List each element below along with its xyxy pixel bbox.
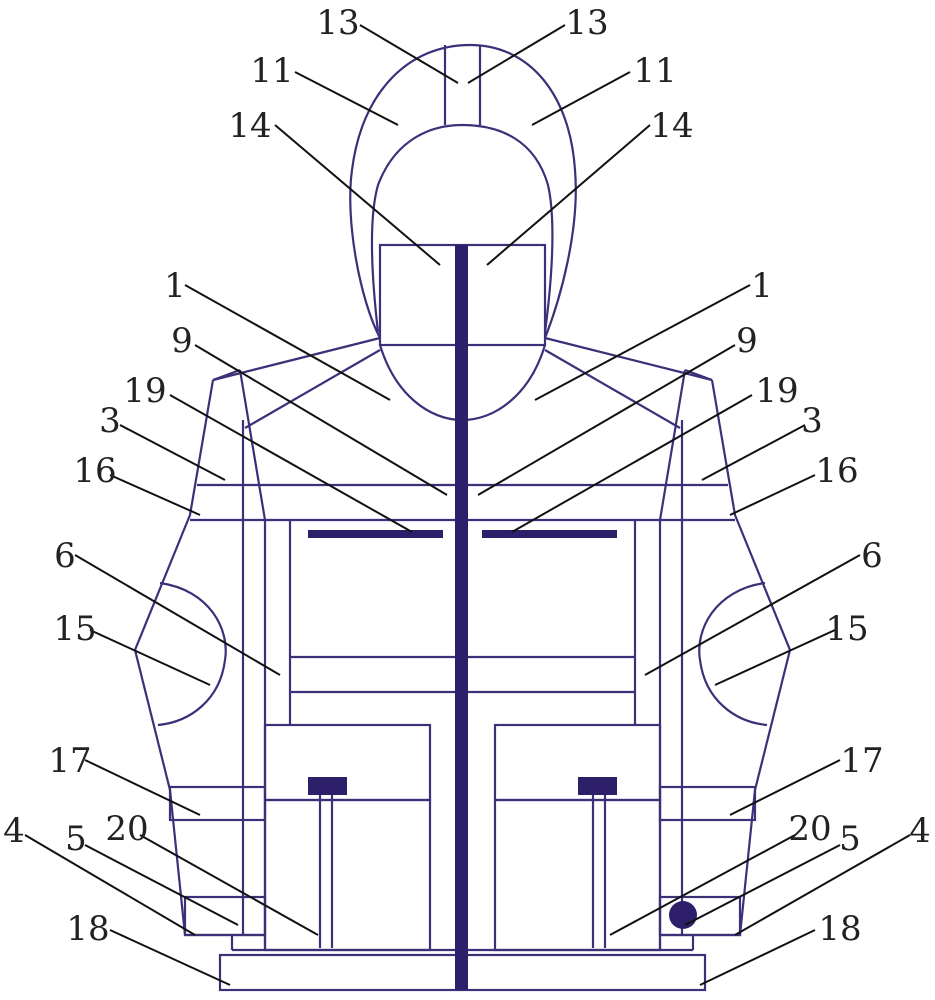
label-20-left: 20 (105, 809, 148, 849)
label-15-right: 15 (825, 609, 868, 649)
label-16-right: 16 (815, 451, 858, 491)
label-19-right: 19 (755, 371, 798, 411)
label-4-right: 4 (909, 811, 931, 851)
label-13-right: 13 (565, 3, 608, 43)
pocket-tab (308, 777, 347, 795)
label-3-right: 3 (801, 401, 823, 441)
label-4-left: 4 (3, 811, 25, 851)
label-11-right: 11 (633, 51, 676, 91)
label-13-left: 13 (316, 3, 359, 43)
label-17-right: 17 (840, 741, 883, 781)
pocket-flap (263, 723, 432, 802)
label-9-right: 9 (736, 321, 758, 361)
label-14-right: 14 (650, 106, 693, 146)
jacket-right-half (461, 336, 792, 992)
leader-lines (24, 24, 911, 986)
label-14-left: 14 (228, 106, 271, 146)
label-17-left: 17 (48, 741, 91, 781)
label-16-left: 16 (73, 451, 116, 491)
label-3-left: 3 (99, 401, 121, 441)
elbow-patch (157, 581, 227, 727)
label-5-right: 5 (839, 819, 861, 859)
label-20-right: 20 (788, 809, 831, 849)
label-1-left: 1 (164, 266, 186, 306)
pocket (263, 798, 432, 952)
sleeve-band (168, 785, 267, 822)
cuff-button (669, 901, 697, 929)
label-6-right: 6 (861, 536, 883, 576)
reference-labels: 13 13 11 11 14 14 1 1 9 9 19 19 3 3 16 1… (3, 3, 931, 949)
label-9-left: 9 (171, 321, 193, 361)
label-5-left: 5 (65, 819, 87, 859)
hem (218, 953, 464, 992)
label-15-left: 15 (53, 609, 96, 649)
label-1-right: 1 (751, 266, 773, 306)
label-6-left: 6 (54, 536, 76, 576)
label-11-left: 11 (250, 51, 293, 91)
label-18-left: 18 (66, 909, 109, 949)
jacket-left-half (133, 336, 464, 992)
chest-strip (308, 530, 443, 538)
label-19-left: 19 (123, 371, 166, 411)
label-18-right: 18 (818, 909, 861, 949)
zipper (455, 245, 468, 990)
